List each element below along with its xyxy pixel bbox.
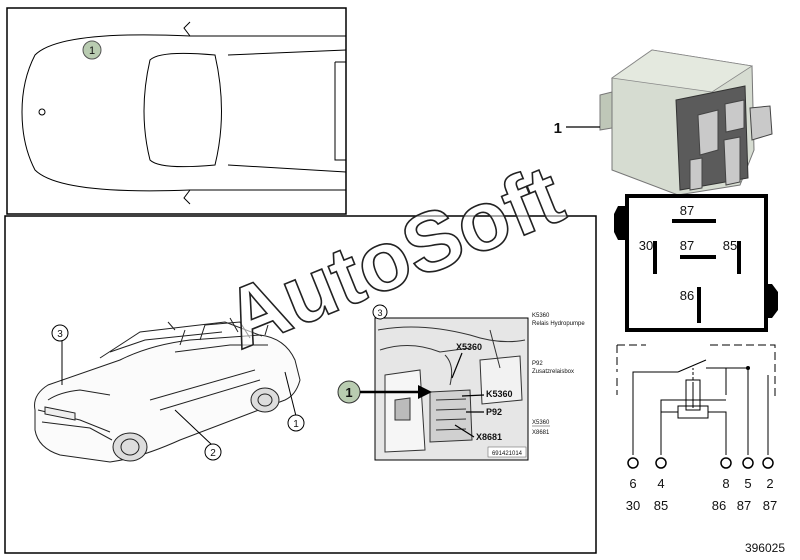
- terminal-number: 6: [629, 476, 636, 491]
- car-callout-3-label: 3: [57, 329, 63, 340]
- car-callout-3: 3: [51, 324, 69, 385]
- terminal-function: 87: [737, 498, 751, 513]
- pin-label-bottom: 86: [680, 288, 694, 303]
- inset-label-x8681: X8681: [476, 432, 502, 442]
- pin-blade-center: [680, 255, 716, 259]
- convertible-car: [34, 317, 301, 463]
- diagram-number: 396025: [745, 541, 785, 555]
- inset-photo: 691421014 X5360 K5360 P92 X8681 3: [372, 304, 529, 461]
- terminal-function: 85: [654, 498, 668, 513]
- pin-blade-bottom: [697, 287, 701, 323]
- relay-illustration: 1: [554, 49, 773, 196]
- top-view-callout: 1: [82, 40, 102, 60]
- pinout-box: [625, 194, 768, 332]
- pin-blade-left: [653, 241, 657, 274]
- inset-legend: K5360 Relais Hydropumpe P92 Zusatzrelais…: [532, 313, 585, 436]
- inset-label-x5360: X5360: [456, 342, 482, 352]
- legend-k5360: K5360: [532, 313, 550, 319]
- terminal-number: 4: [657, 476, 664, 491]
- main-panel: 3 2 1 691: [4, 215, 597, 554]
- top-view-frame: [6, 7, 347, 215]
- car-top-outline: [21, 21, 347, 205]
- legend-p92-desc: Zusatzrelaisbox: [532, 369, 574, 375]
- pin-blade-right: [737, 241, 741, 274]
- pin-blade-top: [672, 219, 716, 223]
- relay-schematic: 6 4 8 5 2 30 85 86 87 87: [616, 344, 777, 513]
- legend-x8681: X8681: [532, 430, 550, 436]
- pin-label-left: 30: [639, 238, 653, 253]
- top-view-callout-label: 1: [89, 45, 95, 57]
- terminal-function: 30: [626, 498, 640, 513]
- legend-p92: P92: [532, 361, 543, 367]
- terminal-function: 86: [712, 498, 726, 513]
- inset-callout-3-label: 3: [377, 308, 382, 318]
- inset-label-p92: P92: [486, 407, 502, 417]
- terminal-number: 8: [722, 476, 729, 491]
- pin-label-top: 87: [680, 203, 694, 218]
- pin-label-center: 87: [680, 238, 694, 253]
- car-callout-1: 1: [284, 371, 305, 432]
- relay-callout-label: 1: [554, 120, 562, 137]
- legend-k5360-desc: Relais Hydropumpe: [532, 321, 585, 327]
- terminal-number: 2: [766, 476, 773, 491]
- inset-callout-1: 1: [337, 380, 432, 404]
- inset-callout-1-label: 1: [345, 385, 352, 400]
- car-callout-1-label: 1: [293, 419, 299, 430]
- car-callout-2: 2: [174, 409, 222, 461]
- legend-x5360: X5360: [532, 420, 550, 426]
- inset-ref-number: 691421014: [492, 451, 523, 457]
- inset-label-k5360: K5360: [486, 389, 513, 399]
- top-view-panel: 1: [6, 7, 347, 215]
- pin-label-right: 85: [723, 238, 737, 253]
- relay-pinout: 87 30 87 85 86: [614, 194, 778, 332]
- terminal-number: 5: [744, 476, 751, 491]
- car-callout-2-label: 2: [210, 448, 216, 459]
- terminal-function: 87: [763, 498, 777, 513]
